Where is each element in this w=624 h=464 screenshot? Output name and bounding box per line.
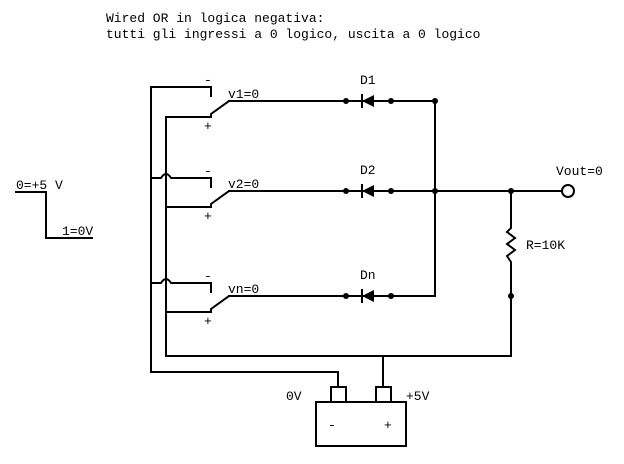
- switch-1-label: v1=0: [228, 87, 259, 102]
- switch-n: - + vn=0: [150, 269, 259, 329]
- diode-n-symbol: [362, 290, 374, 302]
- title-line-2: tutti gli ingressi a 0 logico, uscita a …: [106, 27, 480, 42]
- diode-1-symbol: [362, 95, 374, 107]
- battery-body: [315, 401, 407, 447]
- switch-1-plus: +: [204, 119, 212, 134]
- diode-n-label: Dn: [360, 268, 376, 283]
- battery-plus-sign: +: [384, 418, 392, 433]
- diode-row-1: D1: [228, 73, 438, 108]
- battery-neg-label: 0V: [286, 389, 302, 404]
- output-label: Vout=0: [556, 164, 603, 179]
- diode-2-symbol: [362, 185, 374, 197]
- switch-2-minus-wire: [150, 173, 212, 188]
- switch-2-plus: +: [204, 209, 212, 224]
- switch-1: - + v1=0: [204, 73, 259, 134]
- battery-positive-terminal: [375, 386, 392, 403]
- legend-high-label: 0=+5 V: [16, 178, 63, 193]
- switch-n-minus-wire: [150, 278, 212, 293]
- output-terminal: [561, 184, 575, 198]
- switch-n-plus: +: [204, 314, 212, 329]
- switch-2-lever: [165, 189, 231, 208]
- title-line-1: Wired OR in logica negativa:: [106, 11, 324, 26]
- diode-2-node-left: [343, 188, 349, 194]
- switch-2-minus: -: [204, 164, 212, 179]
- battery-negative-terminal: [330, 386, 347, 403]
- logic-level-legend: 0=+5 V 1=0V: [15, 178, 93, 239]
- switch-1-lever: [210, 99, 231, 118]
- battery: - + 0V +5V: [286, 386, 430, 447]
- resistor: R=10K: [505, 190, 565, 299]
- switch-n-label: vn=0: [228, 282, 259, 297]
- resistor-label: R=10K: [526, 238, 565, 253]
- diode-row-2: D2: [228, 163, 563, 198]
- legend-waveform: [15, 191, 93, 239]
- positive-bus-wire: [165, 116, 512, 357]
- legend-low-label: 1=0V: [62, 224, 93, 239]
- diode-1-label: D1: [360, 73, 376, 88]
- diode-2-node-right: [388, 188, 394, 194]
- battery-pos-label: +5V: [406, 389, 430, 404]
- battery-minus-sign: -: [328, 418, 336, 433]
- resistor-symbol: [505, 190, 517, 297]
- negative-bus-wire: [150, 86, 339, 388]
- diode-n-node-right: [388, 293, 394, 299]
- diode-1-node-left: [343, 98, 349, 104]
- switch-n-minus: -: [204, 269, 212, 284]
- switch-2: - + v2=0: [150, 164, 259, 224]
- switch-2-label: v2=0: [228, 177, 259, 192]
- diode-2-label: D2: [360, 163, 376, 178]
- diode-1-node-right: [388, 98, 394, 104]
- switch-1-minus: -: [204, 73, 212, 88]
- switch-n-lever: [165, 294, 231, 313]
- resistor-bottom-node: [508, 293, 514, 299]
- diode-n-node-left: [343, 293, 349, 299]
- diode-row-n: Dn: [228, 268, 436, 303]
